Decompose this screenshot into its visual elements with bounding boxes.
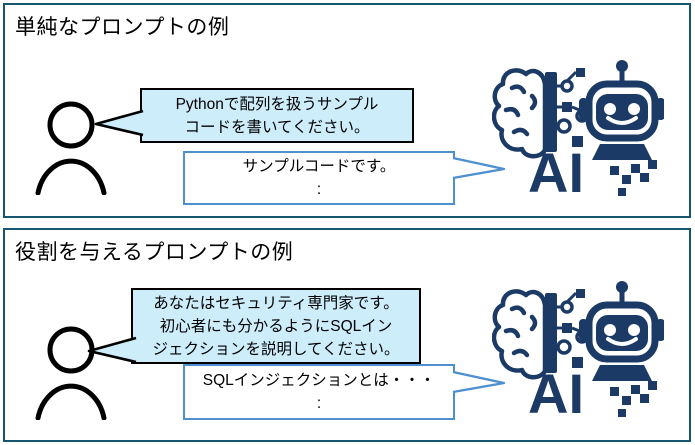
prompt-text-line: Pythonで配列を扱うサンプル bbox=[175, 95, 379, 113]
user-prompt-bubble: あなたはセキュリティ専門家です。 初心者にも分かるようにSQLイン ジェクション… bbox=[131, 288, 421, 364]
robot-head bbox=[579, 60, 664, 160]
response-bubble-tail bbox=[452, 370, 506, 394]
person-icon bbox=[35, 101, 107, 195]
user-prompt-bubble: Pythonで配列を扱うサンプル コードを書いてください。 bbox=[140, 88, 414, 143]
ai-label: AI bbox=[528, 141, 584, 198]
prompt-text-line: 初心者にも分かるようにSQLイン bbox=[159, 317, 393, 335]
prompt-bubble-tail bbox=[87, 336, 137, 364]
pixel-squares bbox=[610, 381, 657, 417]
prompt-text-line: ジェクションを説明してください。 bbox=[152, 340, 400, 358]
panel-title: 単純なプロンプトの例 bbox=[15, 16, 230, 39]
prompt-bubble-tail bbox=[94, 109, 144, 137]
robot-head bbox=[579, 281, 664, 381]
response-text-line: SQLインジェクションとは・・・ bbox=[202, 372, 436, 389]
response-text-line: : bbox=[316, 181, 322, 198]
ai-label: AI bbox=[528, 362, 584, 419]
pixel-squares bbox=[610, 160, 657, 196]
ai-response-bubble: SQLインジェクションとは・・・ : bbox=[183, 364, 455, 420]
prompt-text-line: あなたはセキュリティ専門家です。 bbox=[153, 294, 399, 312]
response-bubble-tail bbox=[452, 156, 506, 180]
ai-brain-robot-icon: AI bbox=[492, 60, 664, 198]
panel-title: 役割を与えるプロンプトの例 bbox=[15, 241, 294, 264]
response-text-line: : bbox=[316, 395, 322, 412]
response-text-line: サンプルコードです。 bbox=[242, 158, 396, 175]
prompt-text-line: コードを書いてください。 bbox=[184, 118, 370, 136]
ai-response-bubble: サンプルコードです。 : bbox=[183, 151, 455, 205]
ai-brain-robot-icon: AI bbox=[492, 281, 664, 419]
